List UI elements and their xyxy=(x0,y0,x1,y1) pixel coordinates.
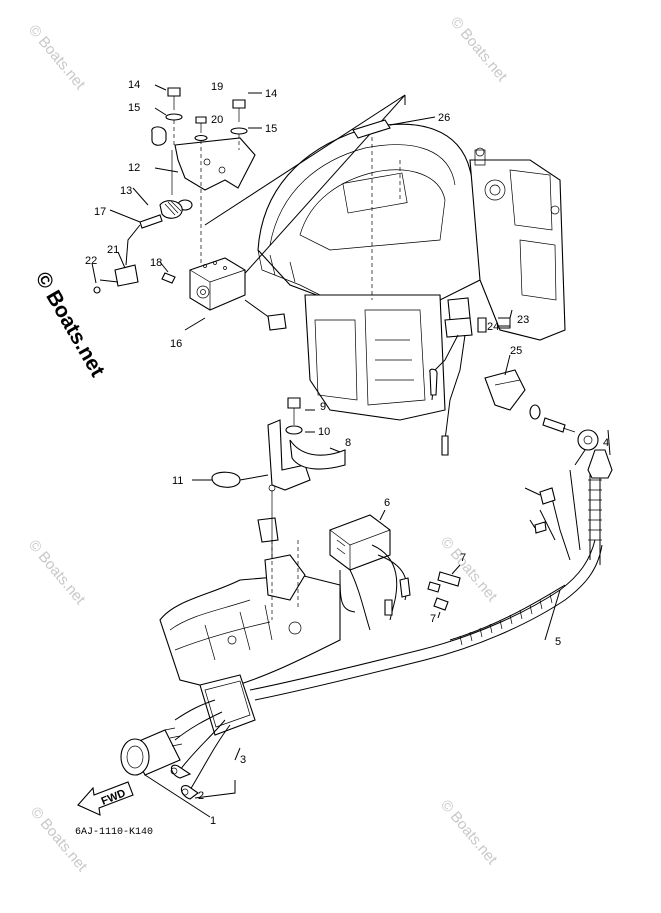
callout-24: 24 xyxy=(487,321,499,333)
callout-7: 7 xyxy=(460,552,466,564)
grommet-3 xyxy=(170,674,256,800)
watermark-tile: © Boats.net xyxy=(27,804,91,876)
fwd-label: FWD xyxy=(100,787,128,808)
callout-13: 13 xyxy=(120,185,132,197)
callout-1: 1 xyxy=(210,815,216,827)
engine-powerhead xyxy=(257,123,566,421)
callout-7: 7 xyxy=(430,613,436,625)
fwd-arrow: FWD xyxy=(77,781,134,816)
bolts-7 xyxy=(427,564,461,619)
watermark-tile: © Boats.net xyxy=(437,797,501,869)
callout-16: 16 xyxy=(170,338,182,350)
callout-21: 21 xyxy=(107,244,119,256)
callouts: 14 15 19 20 14 15 26 12 13 17 21 22 18 1… xyxy=(85,79,609,827)
callout-8: 8 xyxy=(345,437,351,449)
bottom-cowling xyxy=(159,484,341,691)
callout-10: 10 xyxy=(318,426,330,438)
leader-line xyxy=(204,94,406,226)
callout-6: 6 xyxy=(384,497,390,509)
callout-5: 5 xyxy=(555,636,561,648)
watermark-tile: © Boats.net xyxy=(437,534,501,606)
callout-14: 14 xyxy=(265,88,277,100)
connector-23-24 xyxy=(429,297,513,456)
callout-17: 17 xyxy=(94,206,106,218)
callout-12: 12 xyxy=(128,162,140,174)
callout-19: 19 xyxy=(211,81,223,93)
callout-2: 2 xyxy=(198,790,204,802)
callout-3: 3 xyxy=(240,754,246,766)
watermark-tile: © Boats.net xyxy=(25,537,89,609)
part-clip-26 xyxy=(352,116,436,139)
main-switch-1 xyxy=(120,727,236,818)
callout-26: 26 xyxy=(438,112,450,124)
callout-18: 18 xyxy=(150,257,162,269)
callout-15: 15 xyxy=(128,102,140,114)
watermark-tile: © Boats.net xyxy=(25,22,89,94)
stop-switch-16 xyxy=(159,257,287,331)
wire-harness-5 xyxy=(249,429,613,701)
rectifier-6 xyxy=(329,509,411,631)
callout-23: 23 xyxy=(517,314,529,326)
callout-9: 9 xyxy=(320,401,326,413)
part-number-code: 6AJ-1110-K140 xyxy=(75,827,153,838)
callout-14: 14 xyxy=(128,79,140,91)
bracket-assembly xyxy=(151,84,262,265)
callout-25: 25 xyxy=(510,345,522,357)
callout-20: 20 xyxy=(211,114,223,126)
callout-22: 22 xyxy=(85,255,97,267)
callout-11: 11 xyxy=(172,475,183,487)
bracket-25 xyxy=(484,354,576,433)
watermark-tile: © Boats.net xyxy=(447,14,511,86)
stop-switch-parts xyxy=(91,187,183,294)
callout-15: 15 xyxy=(265,123,277,135)
watermark-main: © Boats.net xyxy=(31,268,109,381)
callout-4: 4 xyxy=(603,437,609,449)
rectifier-bracket xyxy=(192,397,346,491)
